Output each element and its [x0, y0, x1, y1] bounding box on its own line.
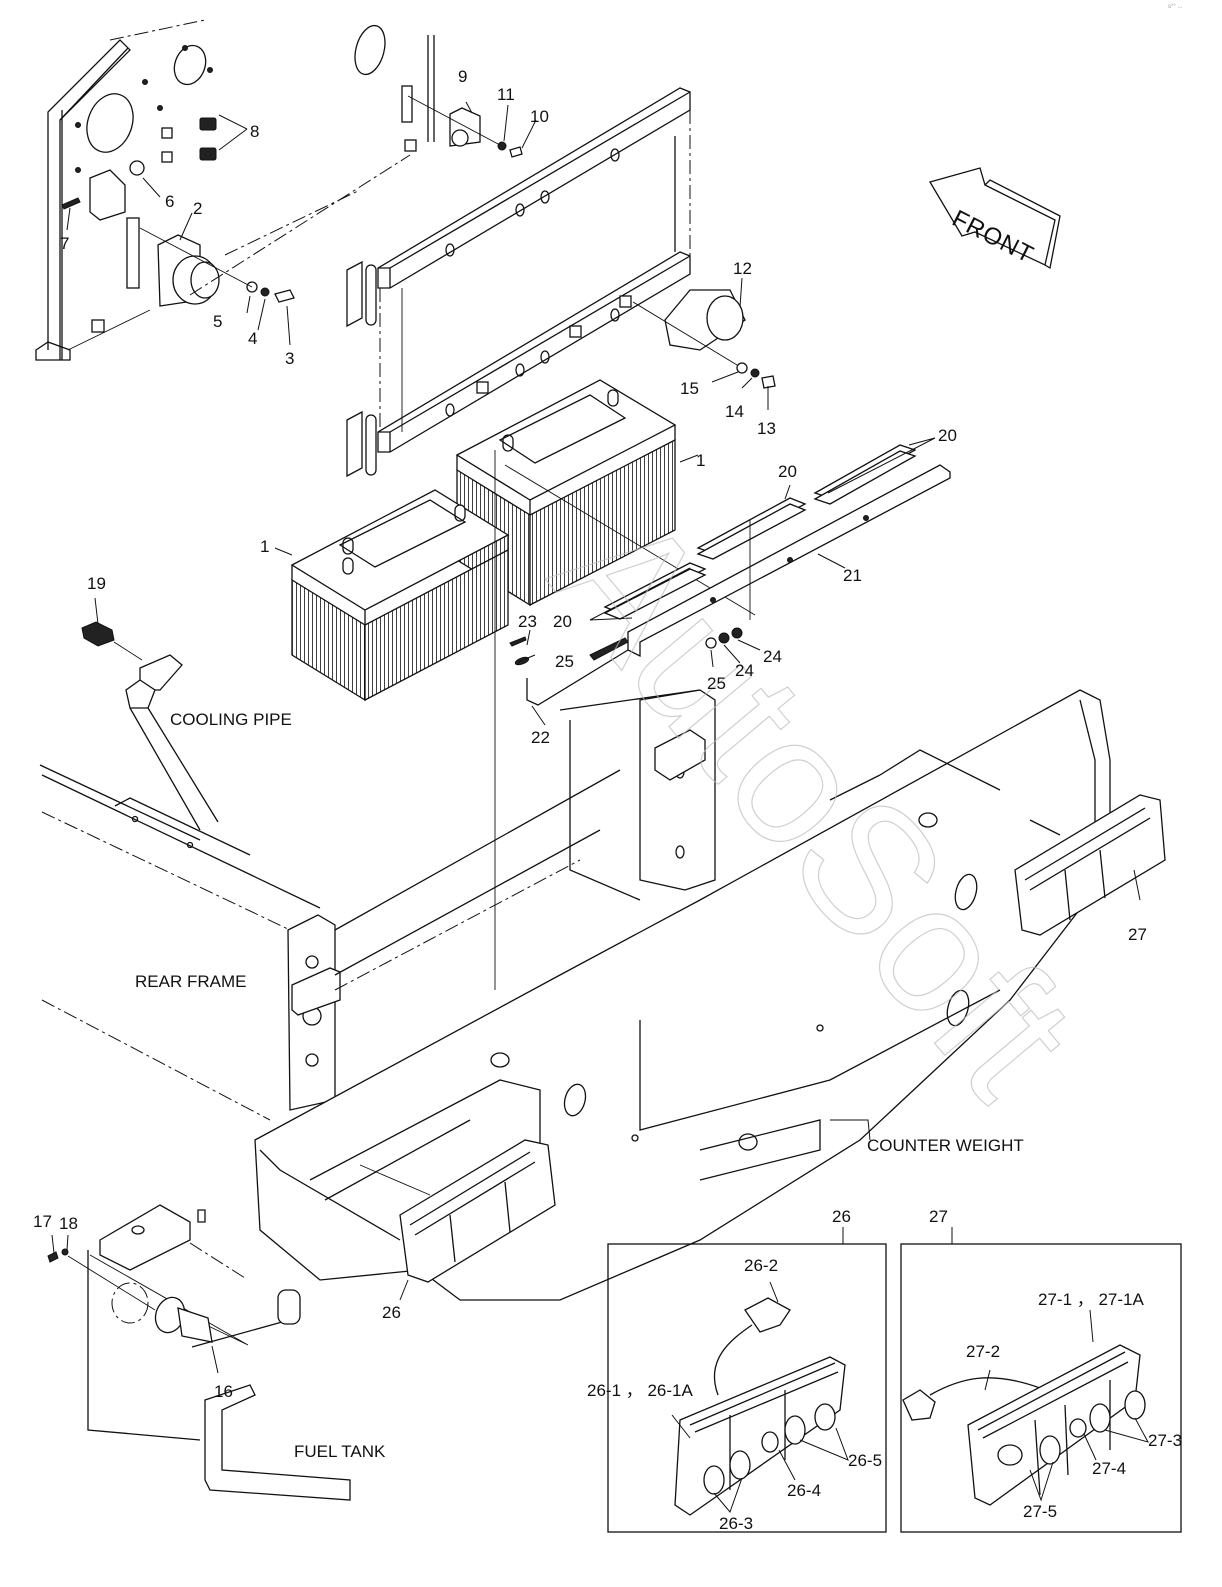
callout-12: 12	[733, 259, 752, 278]
callout-11: 11	[497, 85, 515, 104]
detail-27-label-1: 27-1 ， 27-1A	[1038, 1290, 1144, 1309]
callout-17: 17	[33, 1212, 52, 1231]
front-arrow-icon	[929, 167, 1061, 270]
callout-10: 10	[530, 107, 549, 126]
rear-lamp-right	[1014, 794, 1166, 936]
detail-26-header: 26	[832, 1207, 851, 1226]
rear-lamp-left	[359, 1139, 556, 1283]
callout-24: 24	[735, 661, 754, 680]
detail-26-label-5: 26-5	[848, 1451, 883, 1470]
callout-15: 15	[680, 379, 699, 398]
callout-20: 20	[553, 612, 572, 631]
batteries	[290, 379, 756, 990]
detail-27-label-2: 27-2	[966, 1342, 1001, 1361]
callout-4: 4	[248, 329, 258, 348]
detail-26-label-2: 26-2	[744, 1256, 779, 1275]
label-rear-frame: REAR FRAME	[135, 972, 247, 991]
cooling-pipe	[39, 621, 219, 841]
callout-25: 25	[555, 652, 574, 671]
callout-20: 20	[938, 426, 957, 445]
detail-27-label-5: 27-5	[1023, 1502, 1058, 1521]
callout-5: 5	[213, 312, 223, 331]
callout-26: 26	[382, 1303, 401, 1322]
detail-26-label-3: 26-3	[719, 1514, 754, 1533]
detail-26-label-4: 26-4	[787, 1481, 822, 1500]
label-fuel-tank: FUEL TANK	[294, 1442, 386, 1461]
callout-7: 7	[60, 234, 70, 253]
callout-19: 19	[87, 574, 106, 593]
detail-box-27	[900, 1227, 1182, 1533]
callout-9: 9	[458, 67, 468, 86]
label-counter-weight: COUNTER WEIGHT	[867, 1136, 1024, 1155]
callout-24: 24	[763, 647, 782, 666]
callout-22: 22	[531, 728, 550, 747]
rear-frame	[41, 769, 621, 1121]
callout-20: 20	[778, 462, 797, 481]
callout-23: 23	[518, 612, 537, 631]
callout-21: 21	[843, 566, 862, 585]
left-panel-assembly	[35, 19, 361, 361]
callout-6: 6	[165, 192, 175, 211]
callout-25: 25	[707, 674, 726, 693]
callout-leaders	[51, 101, 1141, 1374]
detail-box-26	[607, 1227, 887, 1533]
callout-14: 14	[725, 402, 744, 421]
callout-16: 16	[214, 1382, 233, 1401]
callout-18: 18	[59, 1214, 78, 1233]
detail-27-label-4: 27-4	[1092, 1459, 1127, 1478]
detail-27-label-3: 27-3	[1148, 1431, 1183, 1450]
detail-26-label-1: 26-1 ， 26-1A	[587, 1381, 693, 1400]
callout-13: 13	[757, 419, 776, 438]
callout-3: 3	[285, 349, 295, 368]
label-cooling-pipe: COOLING PIPE	[170, 710, 292, 729]
corner-mark: s°° ...	[1168, 4, 1183, 10]
callout-1: 1	[696, 451, 706, 470]
detail-27-header: 27	[929, 1207, 948, 1226]
fuel-tank	[47, 1204, 351, 1501]
callout-1: 1	[260, 537, 270, 556]
callout-27: 27	[1128, 925, 1147, 944]
callout-2: 2	[193, 199, 203, 218]
battery-rack-frame	[189, 24, 776, 478]
battery-hold-down	[509, 444, 951, 706]
callout-8: 8	[250, 122, 260, 141]
